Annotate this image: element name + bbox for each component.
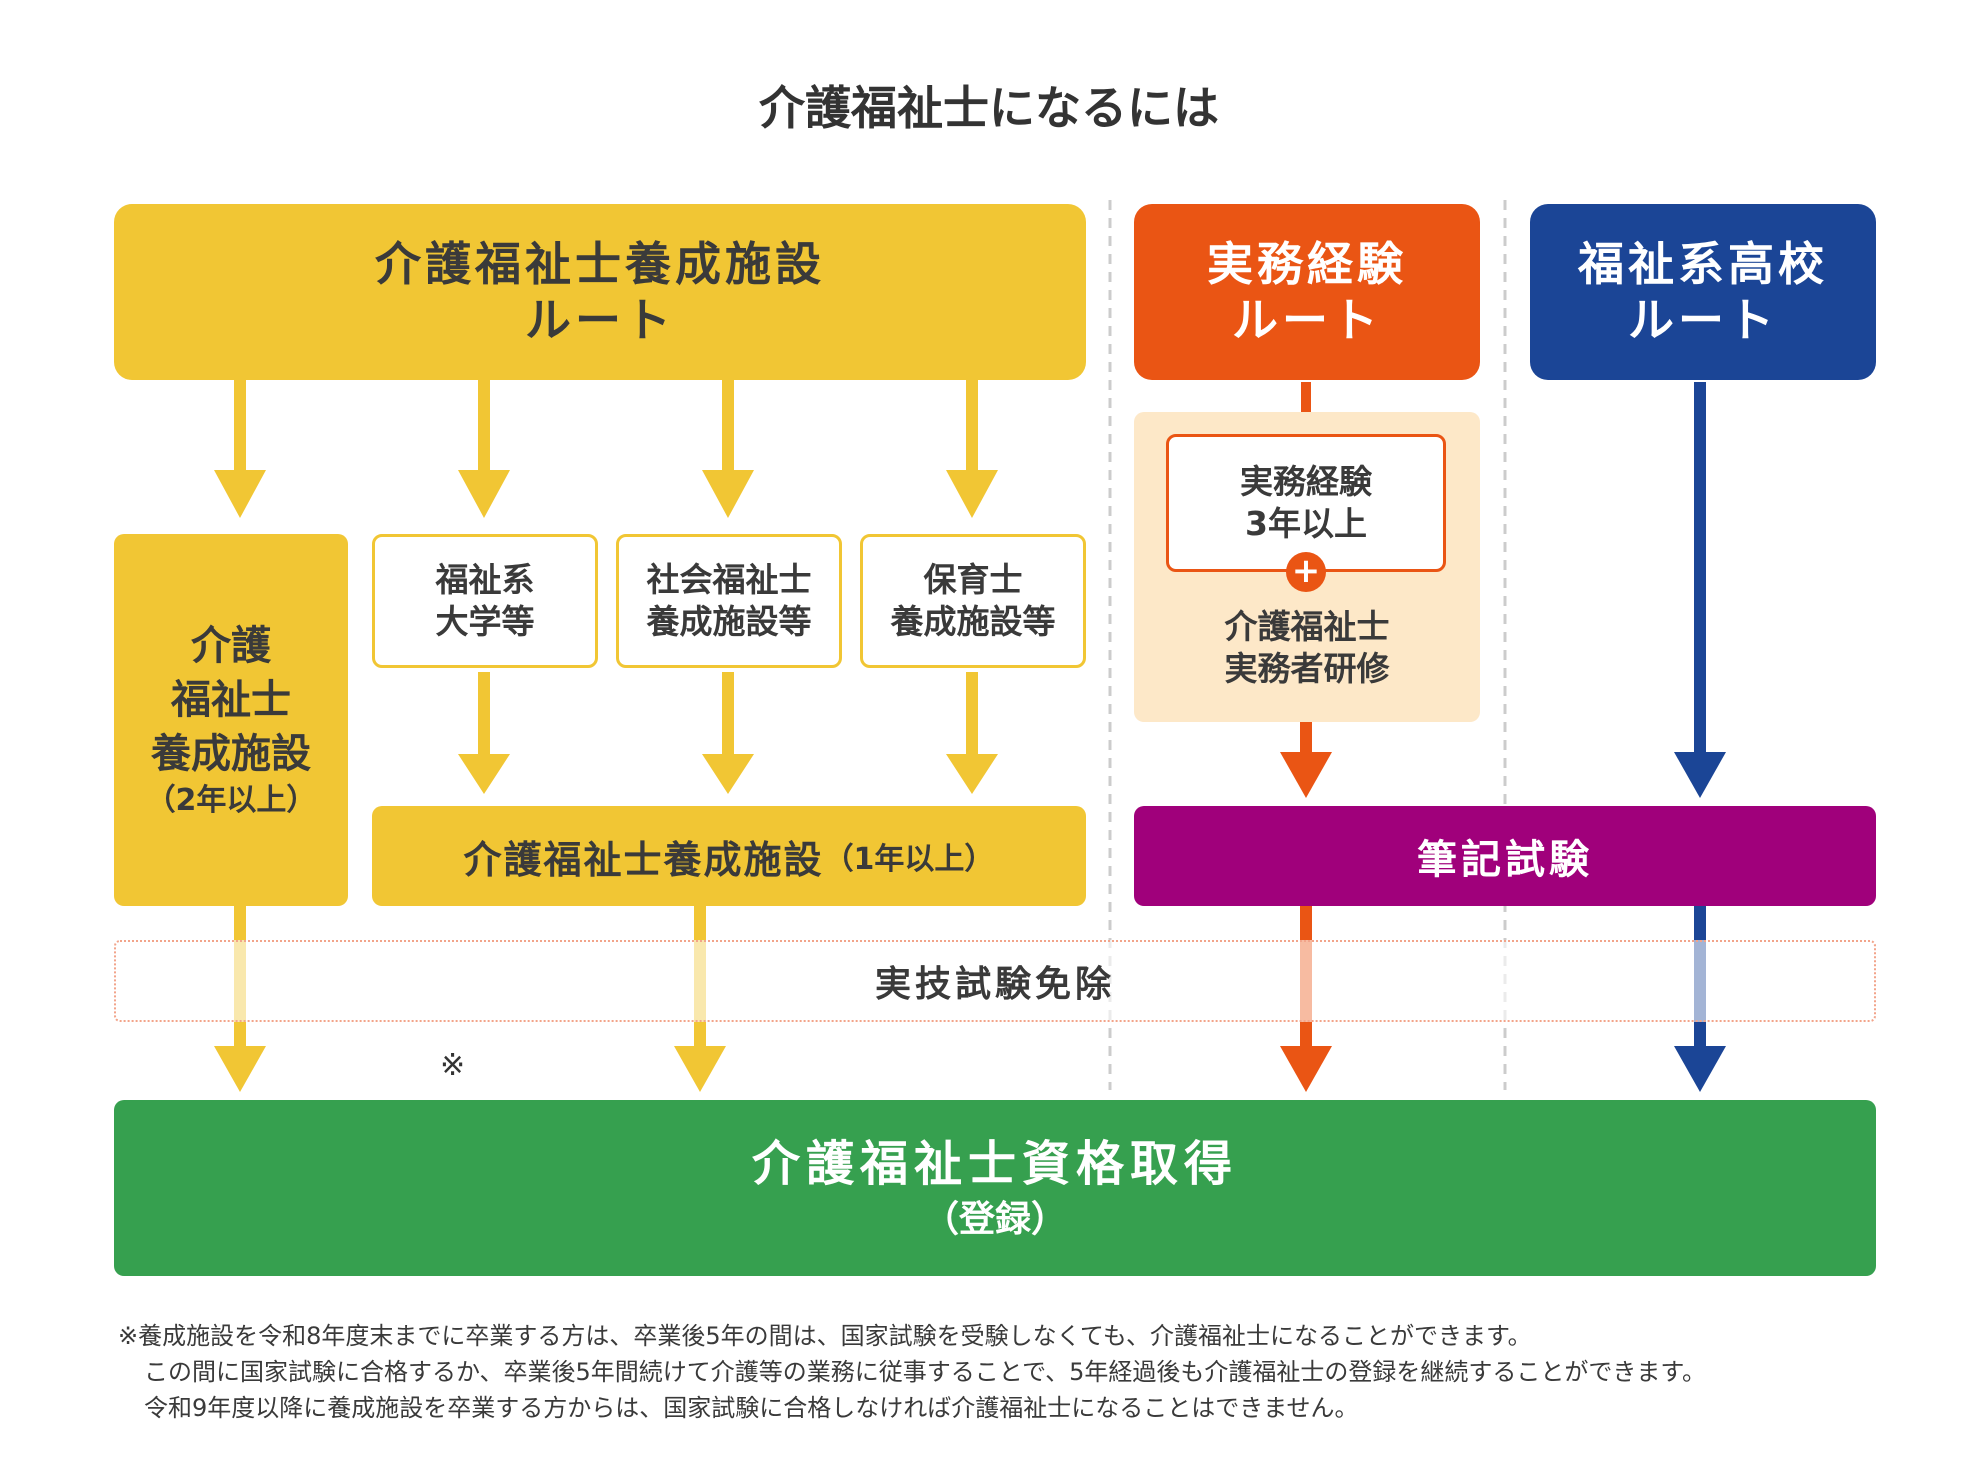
facility-2year-line: 介護 xyxy=(191,623,271,669)
certification-box: 介護福祉士資格取得 （登録） xyxy=(114,1100,1876,1276)
arrow-head xyxy=(946,470,998,518)
facility-2year-line: 福祉士 xyxy=(171,677,291,723)
arrow-shaft xyxy=(1300,722,1312,752)
arrow-head xyxy=(1674,1046,1726,1092)
facility-route-title: 介護福祉士養成施設 xyxy=(375,237,825,291)
arrow-head xyxy=(1280,752,1332,798)
arrow-head xyxy=(674,1046,726,1092)
box-line: 3年以上 xyxy=(1245,504,1367,543)
highschool-route-title: 福祉系高校 xyxy=(1578,237,1828,291)
arrow-head xyxy=(702,754,754,794)
experience-route-header: 実務経験 ルート xyxy=(1134,204,1480,380)
box-line: 養成施設等 xyxy=(890,602,1056,641)
arrow-head xyxy=(702,470,754,518)
nursery-teacher-school-box: 保育士 養成施設等 xyxy=(860,534,1086,668)
social-worker-school-box: 社会福祉士 養成施設等 xyxy=(616,534,842,668)
arrow-head xyxy=(458,470,510,518)
facility-1year-box: 介護福祉士養成施設 （1年以上） xyxy=(372,806,1086,906)
arrow-head xyxy=(214,470,266,518)
box-line: 福祉系 xyxy=(435,560,535,599)
facility-2year-duration: （2年以上） xyxy=(145,783,317,818)
arrow-shaft xyxy=(722,672,734,754)
arrow-head xyxy=(1674,752,1726,798)
certification-label: 介護福祉士資格取得 xyxy=(751,1136,1238,1192)
training-line: 実務者研修 xyxy=(1224,649,1390,688)
arrow-shaft xyxy=(234,380,246,470)
written-exam-label: 筆記試験 xyxy=(1417,837,1593,883)
footnote-line: この間に国家試験に合格するか、卒業後5年間続けて介護等の業務に従事することで、5… xyxy=(144,1358,1706,1386)
experience-years-box: 実務経験 3年以上 xyxy=(1166,434,1446,572)
facility-route-header: 介護福祉士養成施設 ルート xyxy=(114,204,1086,380)
experience-route-subtitle: ルート xyxy=(1232,293,1382,347)
page-title: 介護福祉士になるには xyxy=(759,81,1219,135)
experience-route-title: 実務経験 xyxy=(1207,237,1407,291)
facility-route-subtitle: ルート xyxy=(525,293,675,347)
facility-2year-box: 介護 福祉士 養成施設 （2年以上） xyxy=(114,534,348,906)
highschool-route-header: 福祉系高校 ルート xyxy=(1530,204,1876,380)
arrow-head xyxy=(1280,1046,1332,1092)
highschool-route-subtitle: ルート xyxy=(1628,293,1778,347)
certification-registration: （登録） xyxy=(922,1199,1067,1240)
practical-exam-exempt-label: 実技試験免除 xyxy=(874,964,1115,1005)
facility-1year-label: 介護福祉士養成施設 xyxy=(463,837,824,882)
practical-exam-exempt-band: 実技試験免除 xyxy=(114,940,1876,1022)
arrow-shaft xyxy=(722,380,734,470)
box-line: 養成施設等 xyxy=(646,602,812,641)
training-line: 介護福祉士 xyxy=(1224,607,1390,646)
arrow-head xyxy=(214,1046,266,1092)
footnote: ※養成施設を令和8年度末までに卒業する方は、卒業後5年の間は、国家試験を受験しな… xyxy=(118,1318,1706,1426)
arrow-shaft xyxy=(966,380,978,470)
arrow-shaft xyxy=(966,672,978,754)
arrow-head xyxy=(458,754,510,794)
arrow-shaft xyxy=(478,672,490,754)
arrow-shaft xyxy=(1301,382,1311,414)
arrow-shaft xyxy=(1694,382,1706,752)
footnote-line: ※養成施設を令和8年度末までに卒業する方は、卒業後5年の間は、国家試験を受験しな… xyxy=(118,1322,1532,1350)
arrow-head xyxy=(946,754,998,794)
written-exam-box: 筆記試験 xyxy=(1134,806,1876,906)
box-line: 保育士 xyxy=(923,560,1023,599)
facility-1year-duration: （1年以上） xyxy=(823,842,995,877)
arrow-shaft xyxy=(478,380,490,470)
footnote-line: 令和9年度以降に養成施設を卒業する方からは、国家試験に合格しなければ介護福祉士に… xyxy=(144,1394,1359,1422)
asterisk-mark: ※ xyxy=(440,1048,466,1083)
box-line: 社会福祉士 xyxy=(646,560,812,599)
plus-icon: + xyxy=(1286,552,1326,592)
practitioner-training: 介護福祉士 実務者研修 xyxy=(1134,606,1480,690)
box-line: 大学等 xyxy=(435,602,535,641)
welfare-university-box: 福祉系 大学等 xyxy=(372,534,598,668)
box-line: 実務経験 xyxy=(1240,462,1372,501)
facility-2year-line: 養成施設 xyxy=(151,731,311,777)
